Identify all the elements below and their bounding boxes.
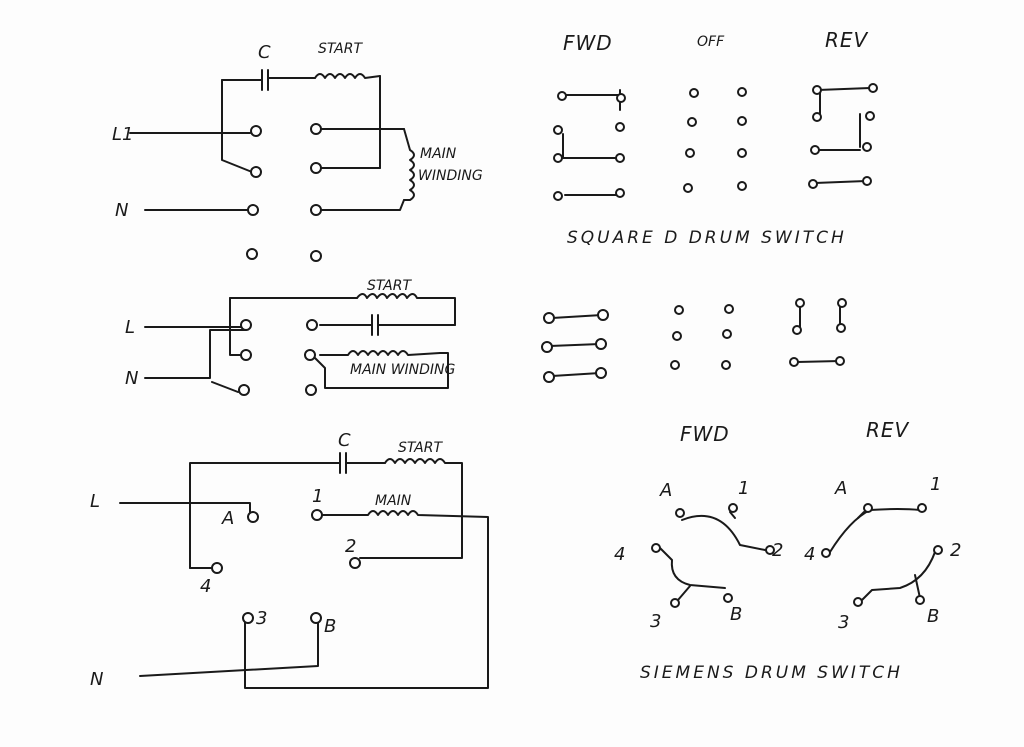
d3-terminal-3: 3 [256, 608, 267, 629]
fwd-label-3: 3 [650, 611, 661, 632]
diagram-1: C START MAIN WINDING L1 N [112, 41, 483, 262]
square-d-title: SQUARE D DRUM SWITCH [567, 228, 847, 248]
siemens-header-fwd: FWD [680, 422, 730, 446]
rev-label-a: A [834, 478, 847, 499]
d3-terminal-4: 4 [200, 576, 211, 597]
d2-main-winding-label: MAIN WINDING [350, 362, 456, 378]
d3-main-label: MAIN [375, 493, 412, 509]
fwd-label-4: 4 [614, 544, 625, 565]
fwd-label-2: 2 [772, 540, 783, 561]
siemens-drum-switch: FWD REV A 1 2 4 3 B A 1 2 4 3 B [614, 418, 961, 683]
d3-terminal-1: 1 [312, 486, 323, 507]
d2-line-label: L [125, 317, 135, 338]
fwd-label-1: 1 [738, 478, 749, 499]
d1-cap-label: C [258, 42, 271, 63]
d3-cap-label: C [338, 430, 351, 451]
d1-main-label: MAIN [420, 146, 457, 162]
square-d-header-rev: REV [825, 28, 869, 52]
fwd-label-a: A [659, 480, 672, 501]
d3-start-label: START [398, 440, 443, 456]
d1-winding-label: WINDING [418, 168, 483, 184]
rev-label-4: 4 [804, 544, 815, 565]
siemens-header-rev: REV [866, 418, 910, 442]
d3-line-label: L [90, 491, 100, 512]
siemens-title: SIEMENS DRUM SWITCH [640, 663, 903, 683]
rev-label-b: B [927, 606, 939, 627]
d3-terminal-b: B [324, 616, 336, 637]
square-d-drum-switch: FWD OFF REV SQUARE D DRUM SWITCH [553, 28, 878, 248]
d2-start-label: START [367, 278, 412, 294]
d3-terminal-a: A [221, 508, 234, 529]
d3-neutral-label: N [90, 669, 103, 690]
d1-start-label: START [318, 41, 363, 57]
square-d-header-off: OFF [697, 34, 725, 50]
rev-label-3: 3 [838, 612, 849, 633]
d3-terminal-2: 2 [345, 536, 356, 557]
d2-neutral-label: N [125, 368, 138, 389]
d1-line-label: L1 [112, 124, 133, 145]
diagram-2: START L N MAIN WINDING [125, 278, 456, 396]
rev-label-1: 1 [930, 474, 941, 495]
diagram-3: C START MAIN L N A 1 2 3 4 B [90, 430, 489, 690]
fwd-label-b: B [730, 604, 742, 625]
square-d-header-fwd: FWD [563, 31, 613, 55]
rev-label-2: 2 [950, 540, 961, 561]
d1-neutral-label: N [115, 200, 128, 221]
drum-switch-row-2 [541, 298, 847, 383]
